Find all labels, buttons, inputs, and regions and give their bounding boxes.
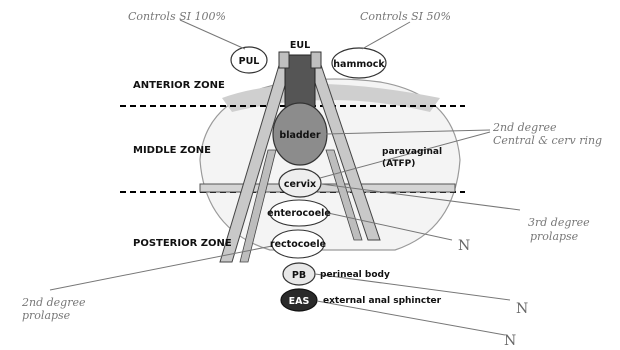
label-perineal-body: perineal body [320,270,390,280]
label-hammock: hammock [333,59,385,70]
rectocoele-ellipse [271,229,325,259]
label-eul: EUL [290,40,310,51]
zone-label-middle: MIDDLE ZONE [133,145,211,156]
urethra [278,51,322,108]
eas-ellipse [280,288,318,312]
label-external-anal-sphincter: external anal sphincter [323,296,442,306]
label-pb: PB [292,270,306,281]
cervical-ring [199,183,456,193]
ligaments [219,61,381,263]
annotation-3rd-degree-line2: prolapse [530,230,579,243]
annotation-2nd-degree-prolapse-line1: 2nd degree [21,296,86,309]
annotation-lines [49,19,521,336]
annotation-controls-si-50: Controls SI 50% [360,10,451,23]
annotation-2nd-degree-central-line1: 2nd degree [492,121,557,134]
label-paravaginal-line1: paravaginal [382,147,442,157]
label-bladder: bladder [279,130,321,141]
label-rectocoele: rectocoele [270,239,326,250]
label-pul: PUL [239,56,260,67]
hammock-ellipse [331,47,387,79]
annotation-3rd-degree-line1: 3rd degree [528,216,590,229]
pul-ellipse [230,46,268,74]
annotation-n-2: N [516,301,528,317]
label-eas: EAS [289,296,310,307]
annotation-n-1: N [458,238,470,254]
zone-label-posterior: POSTERIOR ZONE [133,238,232,249]
annotation-2nd-degree-prolapse-line2: prolapse [22,309,71,322]
annotation-n-3: N [504,333,516,349]
cervix-ellipse [278,168,322,198]
label-enterocoele: enterocoele [267,208,331,219]
label-paravaginal-line2: (ATFP) [382,159,415,169]
annotation-2nd-degree-central-line2: Central & cerv ring [493,134,602,147]
label-cervix: cervix [284,179,316,190]
zone-label-anterior: ANTERIOR ZONE [133,80,225,91]
annotation-controls-si-100: Controls SI 100% [128,10,226,23]
